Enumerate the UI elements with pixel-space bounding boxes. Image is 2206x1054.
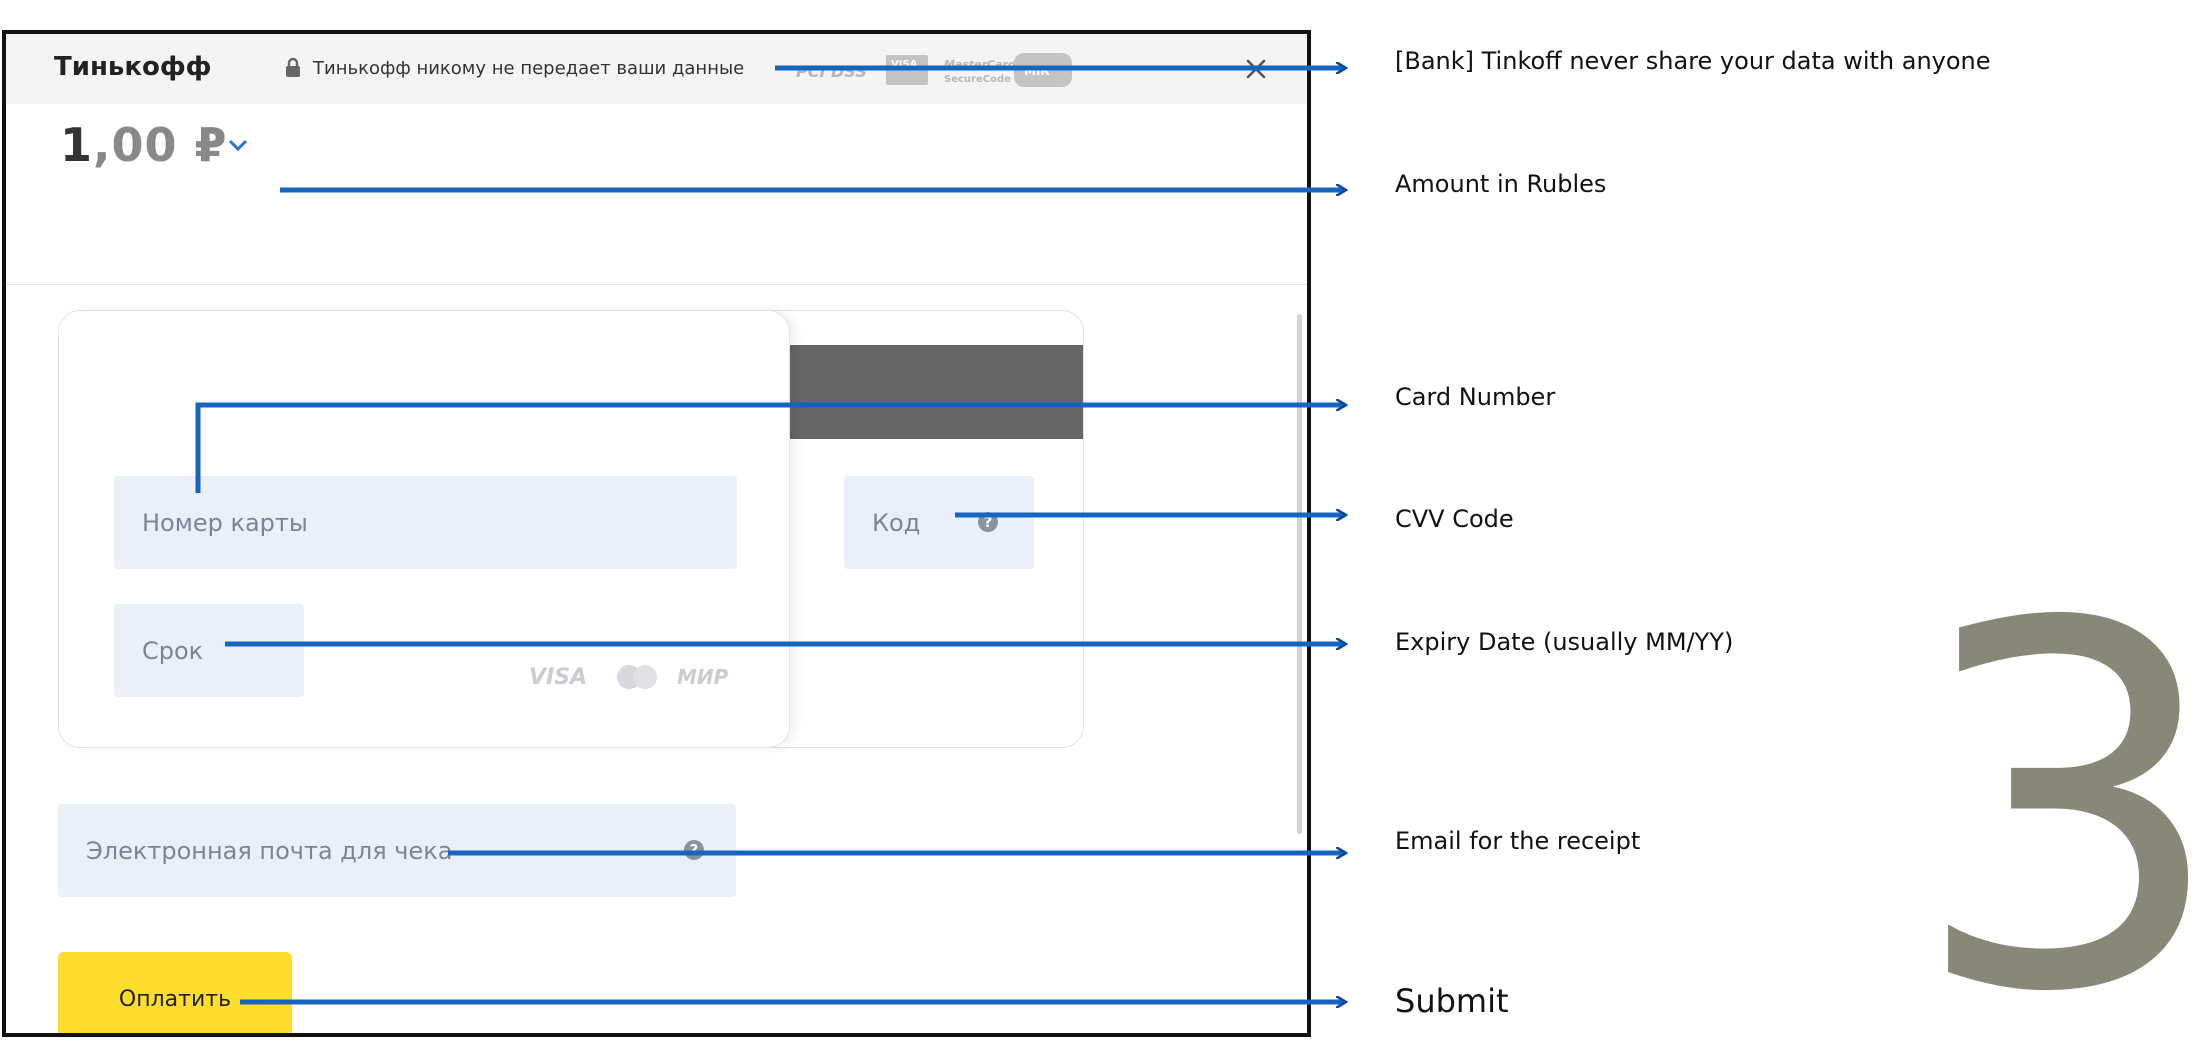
chevron-down-icon[interactable] — [226, 137, 250, 153]
arrow-card-number — [195, 405, 1345, 493]
annotation-submit: Submit — [1395, 982, 1509, 1020]
lock-icon — [286, 57, 300, 77]
annotation-amount: Amount in Rubles — [1395, 170, 1607, 198]
svg-text:SecureCode: SecureCode — [944, 74, 1011, 85]
mir-logo: МИР — [677, 665, 729, 689]
card-brand-logos: VISA МИР — [529, 665, 729, 690]
step-number: 3 — [1910, 519, 2206, 1054]
annotation-card-number: Card Number — [1395, 383, 1556, 411]
scrollbar[interactable] — [1297, 314, 1302, 834]
email-placeholder: Электронная почта для чека — [86, 836, 453, 865]
annotation-cvv: CVV Code — [1395, 505, 1514, 533]
amount-section — [6, 104, 1307, 285]
brand-name: Тинькофф — [54, 52, 212, 82]
pay-button[interactable]: Оплатить — [58, 952, 292, 1033]
annotation-privacy: [Bank] Tinkoff never share your data wit… — [1395, 47, 1991, 75]
card-number-placeholder: Номер карты — [142, 508, 308, 537]
annotation-expiry: Expiry Date (usually MM/YY) — [1395, 628, 1734, 656]
payment-window: Тинькофф Тинькофф никому не передает ваш… — [2, 30, 1311, 1037]
cvv-input[interactable]: Код ? — [844, 476, 1034, 569]
card-number-input[interactable]: Номер карты — [114, 476, 737, 569]
privacy-text: Тинькофф никому не передает ваши данные — [313, 58, 745, 79]
cvv-placeholder: Код — [872, 508, 921, 537]
visa-logo: VISA — [529, 665, 587, 690]
annotation-email: Email for the receipt — [1395, 827, 1641, 855]
payment-amount: 1,00 ₽ — [60, 118, 228, 172]
visa-logo: VISA — [891, 59, 918, 70]
expiry-placeholder: Срок — [142, 636, 204, 665]
expiry-input[interactable]: Срок — [114, 604, 304, 697]
